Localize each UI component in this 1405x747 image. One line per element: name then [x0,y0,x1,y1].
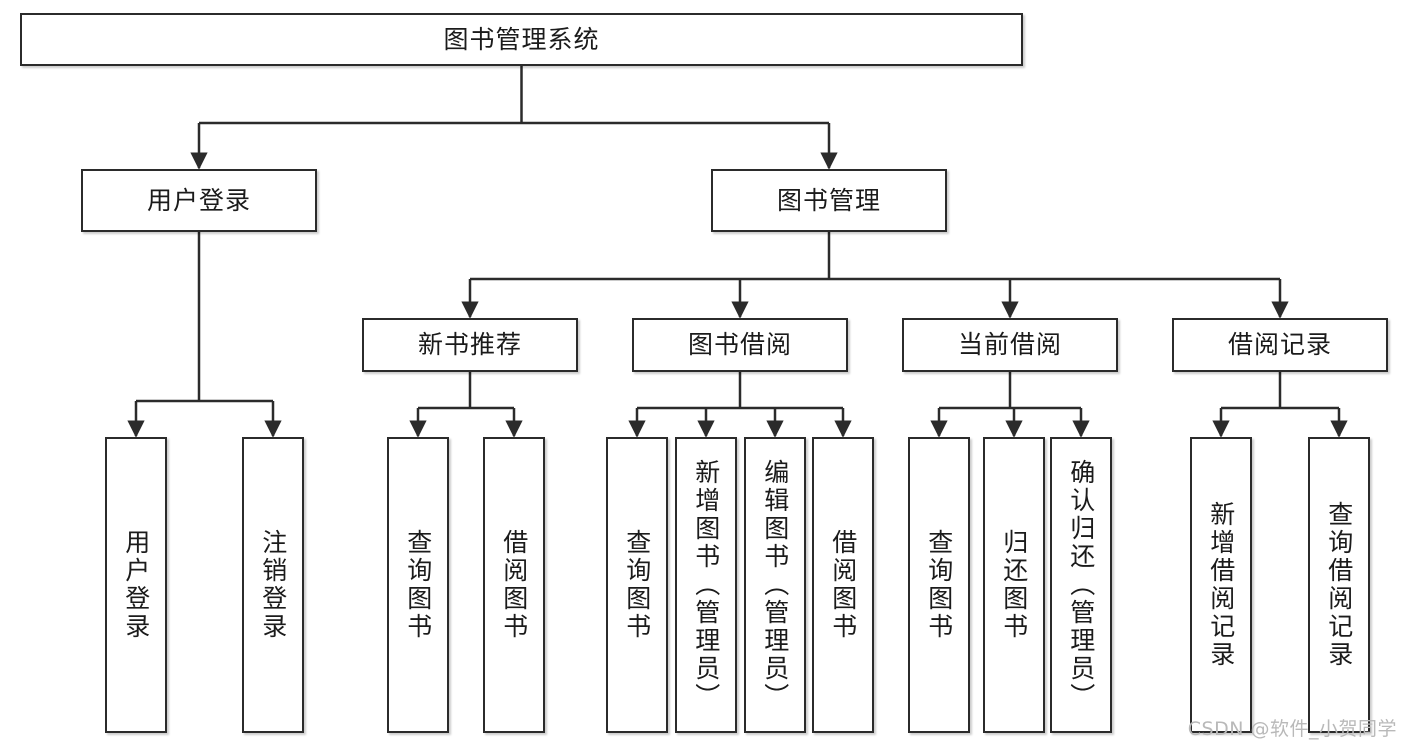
node-leaf-cu-ret[interactable]: 归还图书 [983,437,1045,733]
node-label: 新增借阅记录 [1206,501,1236,669]
node-label: 注销登录 [258,529,288,641]
node-leaf-login[interactable]: 用户登录 [105,437,167,733]
node-leaf-cu-q[interactable]: 查询图书 [908,437,970,733]
node-label: 新增图书（管理员） [691,459,721,711]
node-leaf-logout[interactable]: 注销登录 [242,437,304,733]
node-label: 归还图书 [999,529,1029,641]
node-leaf-rc-add[interactable]: 新增借阅记录 [1190,437,1252,733]
node-bookmgmt[interactable]: 图书管理 [711,169,947,232]
node-leaf-rc-q[interactable]: 查询借阅记录 [1308,437,1370,733]
node-label: 借阅记录 [1227,330,1332,360]
node-label: 查询图书 [403,529,433,641]
node-leaf-bo-add[interactable]: 新增图书（管理员） [675,437,737,733]
node-label: 编辑图书（管理员） [760,459,790,711]
watermark-credit: CSDN @软件_小贺同学 [1187,718,1397,740]
node-login[interactable]: 用户登录 [81,169,317,232]
node-leaf-nb-q[interactable]: 查询图书 [387,437,449,733]
node-records[interactable]: 借阅记录 [1172,318,1388,372]
node-label: 图书管理系统 [443,24,600,54]
node-label: 查询借阅记录 [1324,501,1354,669]
node-leaf-nb-b[interactable]: 借阅图书 [483,437,545,733]
node-leaf-bo-q[interactable]: 查询图书 [606,437,668,733]
node-label: 图书管理 [776,185,881,215]
node-label: 借阅图书 [499,529,529,641]
node-leaf-bo-edit[interactable]: 编辑图书（管理员） [744,437,806,733]
node-label: 查询图书 [924,529,954,641]
node-label: 查询图书 [622,529,652,641]
node-leaf-bo-brw[interactable]: 借阅图书 [812,437,874,733]
node-label: 用户登录 [121,529,151,641]
node-label: 当前借阅 [957,330,1062,360]
node-label: 新书推荐 [417,330,522,360]
node-current[interactable]: 当前借阅 [902,318,1118,372]
node-root[interactable]: 图书管理系统 [20,13,1023,66]
node-label: 图书借阅 [687,330,792,360]
node-borrow[interactable]: 图书借阅 [632,318,848,372]
node-label: 用户登录 [146,185,251,215]
node-leaf-cu-cfm[interactable]: 确认归还（管理员） [1050,437,1112,733]
node-newbook[interactable]: 新书推荐 [362,318,578,372]
node-label: 确认归还（管理员） [1066,459,1096,711]
node-label: 借阅图书 [828,529,858,641]
